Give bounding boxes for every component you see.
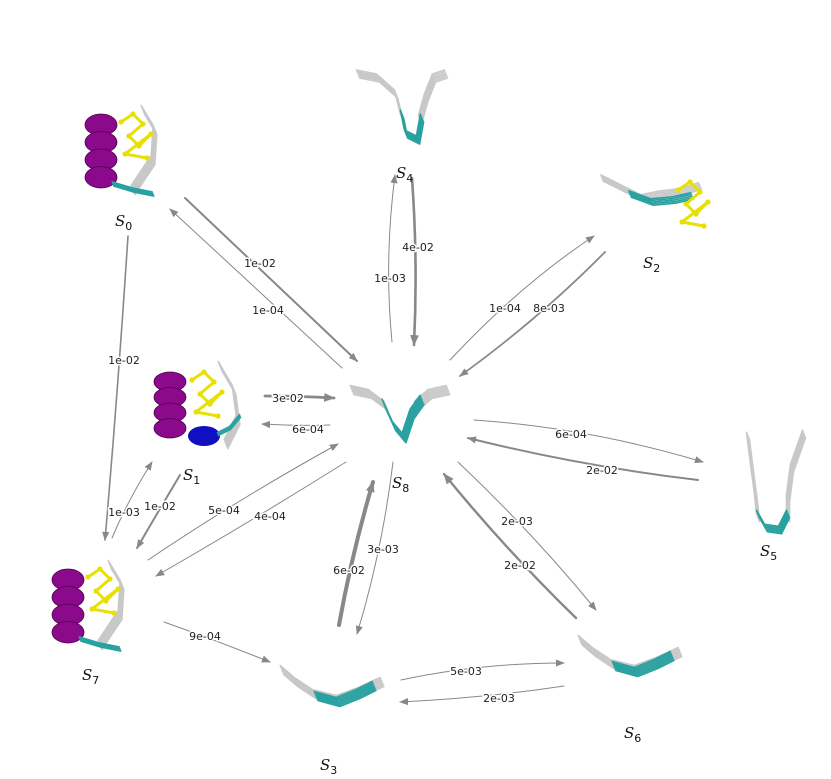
transition-rate-label: 1e-02 — [244, 257, 276, 270]
state-s5-structure-image — [745, 429, 807, 535]
state-symbol: S — [183, 466, 193, 484]
state-s8-label: S8 — [392, 474, 409, 495]
state-symbol: S — [320, 756, 330, 774]
transition-rate-label: 6e-04 — [555, 428, 587, 441]
transition-rate-label: 1e-03 — [108, 506, 140, 519]
state-subscript: 5 — [770, 550, 777, 563]
transition-arrow-s7-to-s1 — [111, 461, 153, 539]
state-subscript: 2 — [653, 262, 660, 275]
state-s2-label: S2 — [643, 254, 660, 275]
state-structures — [51, 69, 807, 708]
state-s2-structure-image — [599, 174, 711, 229]
transition-rate-label: 5e-04 — [208, 504, 240, 517]
transition-rate-label: 1e-04 — [252, 304, 284, 317]
state-subscript: 7 — [92, 674, 99, 687]
transition-rate-label: 1e-03 — [374, 272, 406, 285]
state-s6-label: S6 — [624, 724, 641, 745]
transition-rate-label: 4e-04 — [254, 510, 286, 523]
transition-arrow-s8-to-s4 — [388, 174, 398, 343]
state-s4-label: S4 — [396, 164, 413, 185]
state-symbol: S — [396, 164, 406, 182]
state-s1-structure-image — [153, 360, 242, 450]
state-symbol: S — [82, 666, 92, 684]
state-symbol: S — [643, 254, 653, 272]
state-subscript: 8 — [402, 482, 409, 495]
transition-rate-label: 6e-02 — [333, 564, 365, 577]
transition-arrow-s8-to-s0 — [169, 208, 343, 369]
transition-rate-label: 9e-04 — [189, 630, 221, 643]
state-subscript: 6 — [634, 732, 641, 745]
state-s7-structure-image — [51, 559, 125, 652]
transition-arrow-s7-to-s3 — [163, 621, 271, 663]
transition-rate-label: 2e-02 — [504, 559, 536, 572]
transition-arrow-s6-to-s3 — [399, 685, 565, 706]
state-s0-structure-image — [84, 104, 158, 197]
transition-arrow-s3-to-s6 — [400, 659, 565, 681]
transition-arrow-s8-to-s6 — [457, 461, 597, 611]
transition-rate-label: 2e-02 — [586, 464, 618, 477]
transition-rate-label: 1e-02 — [108, 354, 140, 367]
state-s7-label: S7 — [82, 666, 99, 687]
transition-arrow-s4-to-s8 — [410, 176, 419, 347]
transition-arrow-s8-to-s2 — [449, 235, 595, 361]
transition-rate-label: 4e-02 — [402, 241, 434, 254]
transition-arrow-s6-to-s8 — [442, 472, 578, 620]
transition-arrow-s8-to-s3 — [355, 461, 394, 635]
state-s8-structure-image — [349, 384, 451, 444]
transition-rate-label: 1e-04 — [489, 302, 521, 315]
state-symbol: S — [760, 542, 770, 560]
transition-arrow-s1-to-s8 — [263, 393, 336, 402]
transition-arrow-s1-to-s7 — [136, 474, 181, 549]
state-s4-structure-image — [355, 69, 449, 145]
transition-rate-label: 3e-02 — [272, 392, 304, 405]
transition-rate-label: 8e-03 — [533, 302, 565, 315]
transition-arrow-s7-to-s8 — [147, 443, 339, 561]
transition-rate-label: 1e-02 — [144, 500, 176, 513]
state-s1-label: S1 — [183, 466, 200, 487]
state-s3-structure-image — [279, 664, 385, 708]
transition-rate-label: 2e-03 — [501, 515, 533, 528]
transition-arrow-s2-to-s8 — [459, 251, 606, 377]
state-subscript: 1 — [193, 474, 200, 487]
transition-arrow-s8-to-s5 — [473, 419, 704, 464]
transition-rate-label: 3e-03 — [367, 543, 399, 556]
state-s5-label: S5 — [760, 542, 777, 563]
transition-edges: 1e-02 1e-04 1e-02 1e-03 4e-02 1e-04 8e-03 3e-02… — [102, 174, 704, 707]
transition-arrow-s8-to-s7 — [155, 461, 347, 577]
state-symbol: S — [392, 474, 402, 492]
state-subscript: 0 — [125, 220, 132, 233]
transition-rate-label: 5e-03 — [450, 665, 482, 678]
state-s3-label: S3 — [320, 756, 337, 777]
transition-arrow-s8-to-s1 — [261, 420, 331, 429]
transition-arrow-s0-to-s7 — [102, 235, 129, 541]
transition-rate-label: 2e-03 — [483, 692, 515, 705]
state-symbol: S — [624, 724, 634, 742]
state-symbol: S — [115, 212, 125, 230]
transition-arrow-s3-to-s8 — [337, 480, 375, 627]
state-s6-structure-image — [577, 634, 683, 678]
transition-rate-label: 6e-04 — [292, 423, 324, 436]
state-subscript: 3 — [330, 764, 337, 777]
state-s0-label: S0 — [115, 212, 132, 233]
transition-arrow-s5-to-s8 — [467, 436, 699, 481]
transition-arrow-s0-to-s8 — [184, 197, 358, 362]
state-subscript: 4 — [406, 172, 413, 185]
